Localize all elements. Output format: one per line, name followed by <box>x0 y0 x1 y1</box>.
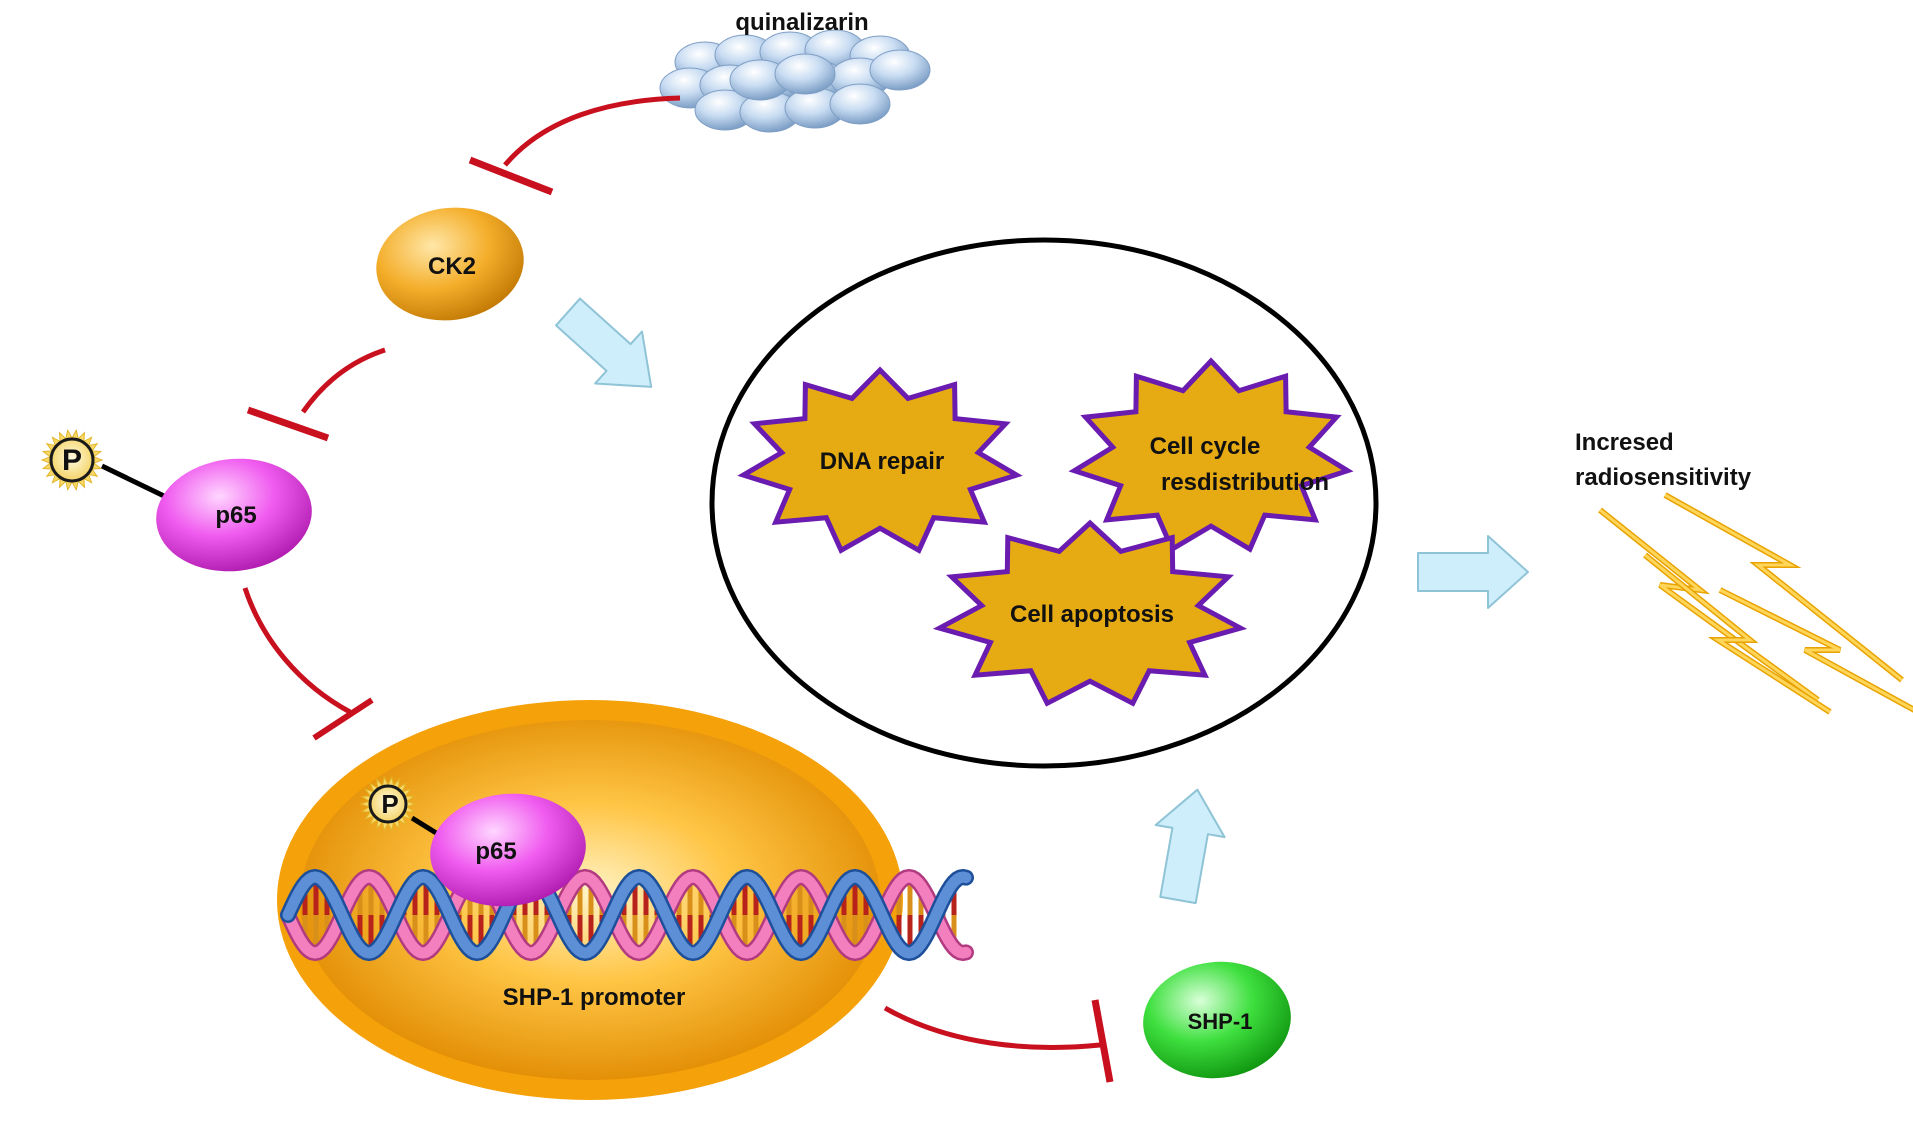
dna-repair-star <box>737 366 1023 554</box>
cell-apoptosis-label: Cell apoptosis <box>1010 601 1174 628</box>
p65-nucleus-label: p65 <box>475 838 516 865</box>
pill <box>869 49 931 91</box>
block-arrow-icon <box>1417 535 1529 609</box>
p65-label: p65 <box>215 502 256 529</box>
inhibition-ck2-p65 <box>246 347 386 442</box>
inhibition-nucleus-shp1 <box>883 999 1114 1083</box>
pill <box>774 53 836 95</box>
ck2-node: CK2 <box>376 207 524 321</box>
p65-nucleus-node: p65 <box>410 793 586 907</box>
cell-cycle-label-line1: Cell cycle <box>1150 433 1261 460</box>
inhibition-p65-nucleus <box>242 587 374 741</box>
phosphate-label: P <box>62 444 82 477</box>
shp1-label: SHP-1 <box>1188 1009 1253 1034</box>
dna-repair-label: DNA repair <box>820 448 944 475</box>
phosphate-nucleus-label: P <box>381 789 398 819</box>
inhibition-quinalizarin-ck2 <box>468 95 681 196</box>
phosphate-sun-icon <box>40 428 104 492</box>
phosphate-sun-icon <box>359 775 417 833</box>
p65-cytoplasm-node: p65 <box>100 458 312 572</box>
quinalizarin-label: quinalizarin <box>735 9 868 36</box>
activation-arrows <box>555 297 1529 905</box>
cell-cycle-label-line2: resdistribution <box>1161 469 1329 496</box>
outcome-label-line2: radiosensitivity <box>1575 464 1752 491</box>
block-arrow-icon <box>555 297 653 388</box>
lightning-bolt-icon <box>1598 492 1913 715</box>
shp1-promoter-label: SHP-1 promoter <box>503 984 686 1011</box>
pill <box>829 83 891 125</box>
block-arrow-icon <box>1154 788 1226 905</box>
dna-helix-icon <box>280 868 974 962</box>
cell-apoptosis-star <box>932 519 1248 707</box>
cell-cycle-star <box>1068 357 1354 553</box>
pill-cluster-icon <box>659 29 931 133</box>
ck2-label: CK2 <box>428 253 476 280</box>
outcome-label-line1: Incresed <box>1575 429 1674 456</box>
shp1-node: SHP-1 <box>1143 961 1291 1079</box>
